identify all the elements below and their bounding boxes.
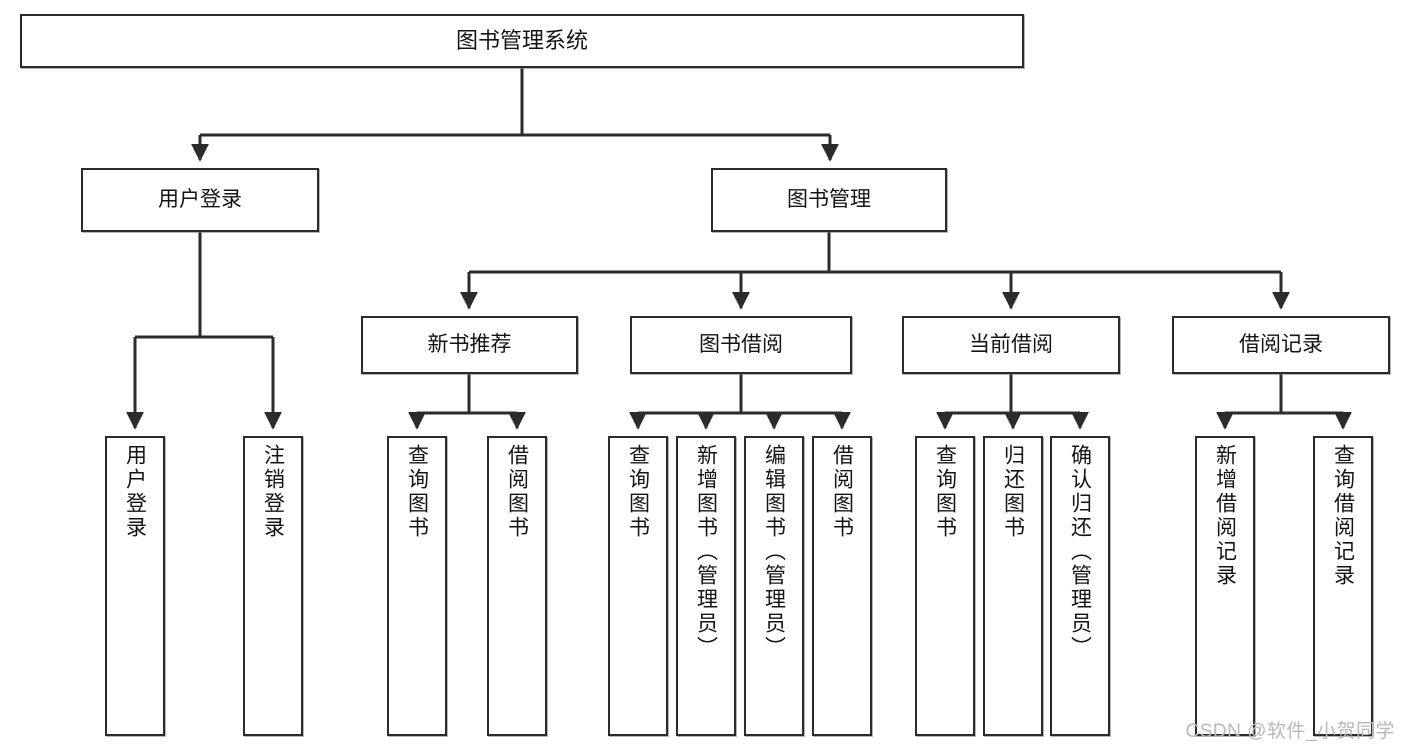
node-leaf-edit-book-label: 编辑图书（管理员）	[762, 444, 786, 660]
node-leaf-query-record[interactable]: 查询借阅记录	[1313, 436, 1373, 736]
node-leaf-return-book[interactable]: 归还图书	[983, 436, 1043, 736]
node-user-login-label: 用户登录	[158, 187, 242, 211]
node-leaf-borrow-book-rec[interactable]: 借阅图书	[487, 436, 547, 736]
node-borrow-record[interactable]: 借阅记录	[1172, 316, 1390, 374]
node-current-borrow[interactable]: 当前借阅	[902, 316, 1120, 374]
node-leaf-add-book[interactable]: 新增图书（管理员）	[676, 436, 736, 736]
node-book-borrow-label: 图书借阅	[699, 332, 783, 356]
node-user-login[interactable]: 用户登录	[81, 168, 319, 232]
node-current-borrow-label: 当前借阅	[969, 332, 1053, 356]
node-leaf-query-book-rec-label: 查询图书	[405, 444, 429, 540]
node-leaf-add-record-label: 新增借阅记录	[1213, 444, 1237, 588]
node-leaf-query-book-label: 查询图书	[626, 444, 650, 540]
node-new-book-rec-label: 新书推荐	[427, 332, 512, 356]
node-leaf-borrow-book-label: 借阅图书	[830, 444, 854, 540]
node-leaf-query-book-cur[interactable]: 查询图书	[915, 436, 975, 736]
node-root[interactable]: 图书管理系统	[20, 14, 1024, 68]
node-book-borrow[interactable]: 图书借阅	[630, 316, 852, 374]
node-book-manage-label: 图书管理	[787, 187, 871, 211]
node-leaf-return-book-label: 归还图书	[1001, 444, 1025, 540]
watermark: CSDN @软件_小贺同学	[1185, 721, 1395, 742]
node-leaf-query-book-cur-label: 查询图书	[933, 444, 957, 540]
node-leaf-query-record-label: 查询借阅记录	[1331, 444, 1355, 588]
node-borrow-record-label: 借阅记录	[1239, 332, 1323, 356]
node-leaf-borrow-book-rec-label: 借阅图书	[505, 444, 529, 540]
node-book-manage[interactable]: 图书管理	[711, 168, 947, 232]
node-leaf-add-book-label: 新增图书（管理员）	[694, 444, 718, 660]
node-new-book-rec[interactable]: 新书推荐	[361, 316, 578, 374]
node-leaf-add-record[interactable]: 新增借阅记录	[1195, 436, 1255, 736]
node-leaf-query-book[interactable]: 查询图书	[608, 436, 668, 736]
node-leaf-borrow-book[interactable]: 借阅图书	[812, 436, 872, 736]
node-leaf-confirm-return[interactable]: 确认归还（管理员）	[1050, 436, 1110, 736]
node-leaf-edit-book[interactable]: 编辑图书（管理员）	[744, 436, 804, 736]
node-leaf-user-logout[interactable]: 注销登录	[243, 436, 303, 736]
node-leaf-user-logout-label: 注销登录	[261, 444, 285, 540]
node-root-label: 图书管理系统	[455, 28, 588, 54]
node-leaf-user-login[interactable]: 用户登录	[105, 436, 165, 736]
node-leaf-confirm-return-label: 确认归还（管理员）	[1068, 444, 1092, 660]
node-leaf-query-book-rec[interactable]: 查询图书	[387, 436, 447, 736]
node-leaf-user-login-label: 用户登录	[123, 444, 147, 540]
